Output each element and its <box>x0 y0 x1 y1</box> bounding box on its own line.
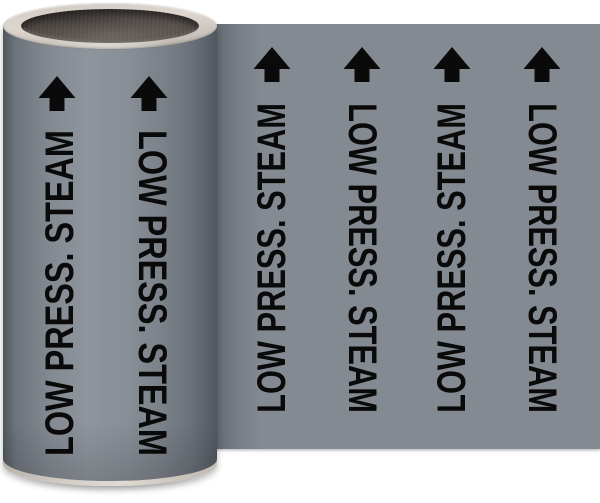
tape-column: LOW PRESS. STEAM <box>505 24 579 449</box>
up-arrow-icon <box>38 76 76 111</box>
pipe-marker-label: LOW PRESS. STEAM <box>250 103 294 413</box>
tape-column: LOW PRESS. STEAM <box>415 24 489 449</box>
pipe-marker-label: LOW PRESS. STEAM <box>520 103 564 413</box>
pipe-marker-label: LOW PRESS. STEAM <box>340 103 384 413</box>
up-arrow-icon <box>343 47 381 82</box>
roll-core <box>21 9 199 43</box>
pipe-marker-label: LOW PRESS. STEAM <box>130 130 174 456</box>
tape-column: LOW PRESS. STEAM <box>20 26 94 481</box>
up-arrow-icon <box>433 47 471 82</box>
tape-column: LOW PRESS. STEAM <box>325 24 399 449</box>
pipe-marker-label: LOW PRESS. STEAM <box>38 130 82 456</box>
roll-top-face <box>3 3 217 49</box>
unrolled-tape-section: LOW PRESS. STEAM LOW PRESS. STEAM LOW PR… <box>215 24 600 449</box>
up-arrow-icon <box>523 47 561 82</box>
tape-column: LOW PRESS. STEAM <box>112 26 186 481</box>
up-arrow-icon <box>253 47 291 82</box>
pipe-marker-label: LOW PRESS. STEAM <box>430 103 474 413</box>
tape-roll: LOW PRESS. STEAM LOW PRESS. STEAM <box>3 26 217 481</box>
tape-column: LOW PRESS. STEAM <box>235 24 309 449</box>
up-arrow-icon <box>130 76 168 111</box>
